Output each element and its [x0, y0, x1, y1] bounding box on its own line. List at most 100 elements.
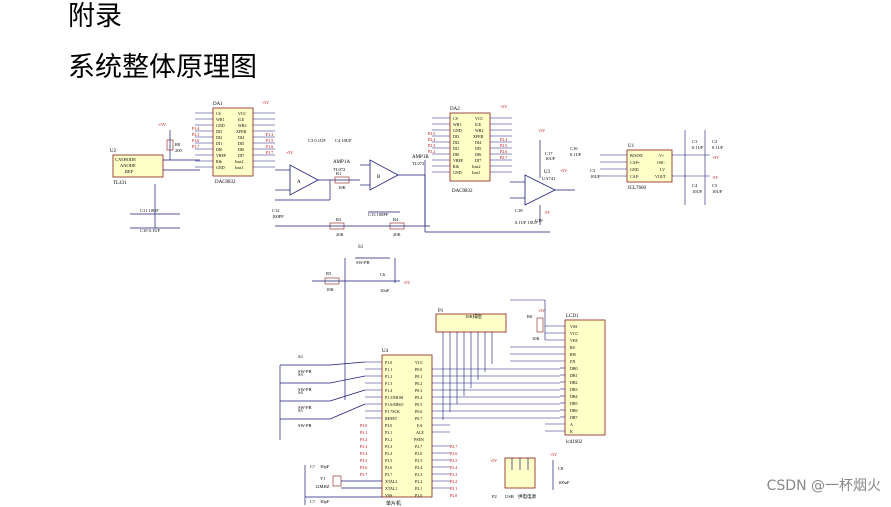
svg-text:P3.3: P3.3: [385, 444, 392, 449]
svg-text:UA741: UA741: [542, 176, 555, 181]
svg-text:VCC: VCC: [415, 360, 424, 365]
svg-text:P1.5/MOSI: P1.5/MOSI: [385, 395, 404, 400]
svg-text:GND: GND: [453, 128, 462, 133]
svg-text:P2.4: P2.4: [428, 137, 435, 142]
svg-text:P3.4: P3.4: [360, 451, 367, 456]
svg-text:P3.1: P3.1: [360, 430, 367, 435]
svg-text:P2.5: P2.5: [428, 131, 435, 136]
svg-text:C?: C?: [310, 499, 315, 504]
svg-text:DB6: DB6: [570, 408, 578, 413]
svg-text:P1.4: P1.4: [192, 126, 199, 131]
svg-text:VREF: VREF: [453, 158, 464, 163]
svg-text:LCD1: LCD1: [566, 314, 579, 319]
svg-text:P3.6: P3.6: [360, 465, 367, 470]
svg-text:DI6: DI6: [475, 152, 481, 157]
svg-text:C16: C16: [570, 146, 578, 151]
svg-text:TL072: TL072: [412, 161, 424, 166]
svg-text:VCC: VCC: [475, 116, 484, 121]
svg-text:P1.6: P1.6: [192, 138, 199, 143]
svg-text:P2.5: P2.5: [415, 458, 422, 463]
svg-text:200: 200: [175, 148, 183, 153]
svg-text:30pF: 30pF: [320, 499, 330, 504]
svg-text:S4: S4: [298, 390, 304, 395]
svg-text:DB1: DB1: [570, 373, 578, 378]
svg-text:P2.2: P2.2: [415, 479, 422, 484]
svg-text:XTAL1: XTAL1: [385, 486, 397, 491]
svg-text:P1.7: P1.7: [192, 144, 199, 149]
svg-text:P1.7: P1.7: [266, 150, 273, 155]
svg-text:100uF: 100uF: [558, 480, 570, 485]
svg-text:C5: C5: [712, 183, 718, 188]
svg-text:ILE: ILE: [238, 117, 245, 122]
svg-text:DB4: DB4: [570, 394, 578, 399]
svg-text:10UF: 10UF: [590, 174, 601, 179]
svg-text:+5V: +5V: [500, 104, 507, 109]
svg-text:C11 10UF: C11 10UF: [140, 208, 159, 213]
svg-text:P0.3: P0.3: [415, 388, 422, 393]
svg-text:+5V: +5V: [538, 128, 545, 133]
svg-text:Iout1: Iout1: [235, 165, 243, 170]
svg-text:ANODE: ANODE: [120, 163, 136, 168]
svg-text:RW: RW: [570, 352, 576, 357]
svg-text:SW-PB: SW-PB: [356, 260, 370, 265]
schematic-title: 系统整体原理图: [68, 52, 257, 83]
svg-text:XTAL2: XTAL2: [385, 479, 397, 484]
svg-text:R8: R8: [175, 142, 181, 147]
svg-text:+5V: +5V: [712, 155, 719, 160]
svg-text:C?: C?: [310, 464, 315, 469]
svg-text:WR2: WR2: [475, 128, 483, 133]
svg-text:P2.3: P2.3: [415, 472, 422, 477]
svg-text:CAP-: CAP-: [630, 174, 640, 179]
svg-text:V+: V+: [659, 153, 665, 158]
svg-text:A: A: [297, 180, 301, 185]
svg-text:VSS: VSS: [385, 493, 392, 498]
svg-text:+5V: +5V: [550, 452, 557, 457]
svg-text:CAP+: CAP+: [630, 160, 641, 165]
svg-text:RESET: RESET: [385, 416, 398, 421]
svg-text:S2: S2: [298, 354, 303, 359]
svg-text:Iout2: Iout2: [472, 164, 480, 169]
svg-text:DB2: DB2: [570, 380, 578, 385]
svg-text:P2.7: P2.7: [500, 155, 507, 160]
svg-text:P3.5: P3.5: [385, 458, 392, 463]
svg-text:C10 0.1UF: C10 0.1UF: [140, 228, 161, 233]
svg-text:EN: EN: [570, 359, 575, 364]
svg-text:P2.1: P2.1: [415, 486, 422, 491]
svg-text:R6: R6: [527, 314, 533, 319]
csdn-watermark: CSDN @一杯烟火: [766, 478, 881, 494]
svg-text:P2.6: P2.6: [450, 451, 457, 456]
svg-text:P1.6: P1.6: [266, 144, 273, 149]
svg-text:VOUT: VOUT: [655, 174, 667, 179]
svg-text:-5V: -5V: [712, 175, 718, 180]
svg-text:P0.2: P0.2: [415, 381, 422, 386]
opamp-amp1a: A AMP1A TL072 C12 100PF C3 0.1UF C4 10UF…: [272, 138, 360, 219]
svg-text:XFER: XFER: [236, 129, 247, 134]
svg-text:VSS: VSS: [570, 324, 577, 329]
svg-text:P2.0: P2.0: [450, 493, 457, 498]
svg-text:P3.1: P3.1: [385, 430, 392, 435]
svg-text:0.1UF 10UF: 0.1UF 10UF: [515, 220, 538, 225]
svg-text:C18: C18: [515, 208, 523, 213]
svg-text:P2.3: P2.3: [192, 132, 199, 137]
svg-text:P2.0: P2.0: [415, 493, 422, 498]
svg-text:+5V: +5V: [286, 150, 293, 155]
svg-text:P3.4: P3.4: [385, 451, 392, 456]
svg-text:P2.7: P2.7: [415, 444, 422, 449]
svg-text:P2.2: P2.2: [428, 149, 435, 154]
svg-text:TL072: TL072: [333, 167, 345, 172]
svg-text:DI3: DI3: [453, 134, 459, 139]
svg-text:DI1: DI1: [216, 141, 222, 146]
svg-text:C3 0.1UF: C3 0.1UF: [308, 138, 326, 143]
svg-text:P0.1: P0.1: [415, 374, 422, 379]
svg-text:10UF: 10UF: [545, 156, 556, 161]
svg-text:P1.7SCK: P1.7SCK: [385, 409, 400, 414]
svg-text:VREF: VREF: [216, 153, 227, 158]
svg-text:U2: U2: [110, 149, 117, 154]
svg-text:P2.5: P2.5: [500, 143, 507, 148]
svg-text:10K排阻: 10K排阻: [465, 313, 482, 320]
crystal-oscillator: Y1 12MHZ C?30pF C?30pF: [304, 464, 382, 505]
svg-text:P1.3: P1.3: [266, 132, 273, 137]
